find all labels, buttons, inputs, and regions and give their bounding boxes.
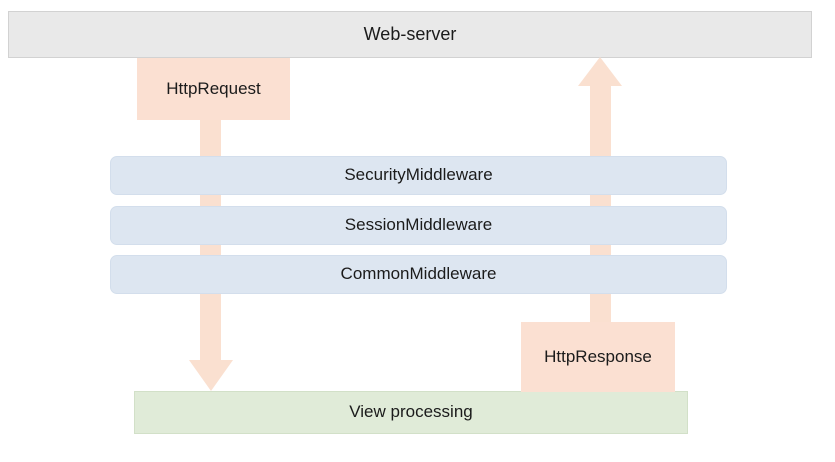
view-processing-label: View processing: [349, 402, 473, 422]
http-response-arrow-head-icon: [578, 57, 622, 86]
view-processing-bar: View processing: [134, 391, 688, 434]
middleware-label: CommonMiddleware: [340, 264, 497, 284]
web-server-bar: Web-server: [8, 11, 812, 58]
http-request-box: HttpRequest: [137, 58, 290, 120]
middleware-label: SessionMiddleware: [344, 215, 493, 235]
http-response-label: HttpResponse: [544, 347, 652, 366]
middleware-row-session: SessionMiddleware: [110, 206, 727, 245]
http-response-box: HttpResponse: [521, 322, 675, 392]
middleware-row-common: CommonMiddleware: [110, 255, 727, 294]
middleware-row-security: SecurityMiddleware: [110, 156, 727, 195]
web-server-label: Web-server: [363, 23, 457, 44]
middleware-label: SecurityMiddleware: [344, 165, 493, 185]
http-request-label: HttpRequest: [166, 79, 261, 98]
http-request-arrow-head-icon: [189, 360, 233, 391]
